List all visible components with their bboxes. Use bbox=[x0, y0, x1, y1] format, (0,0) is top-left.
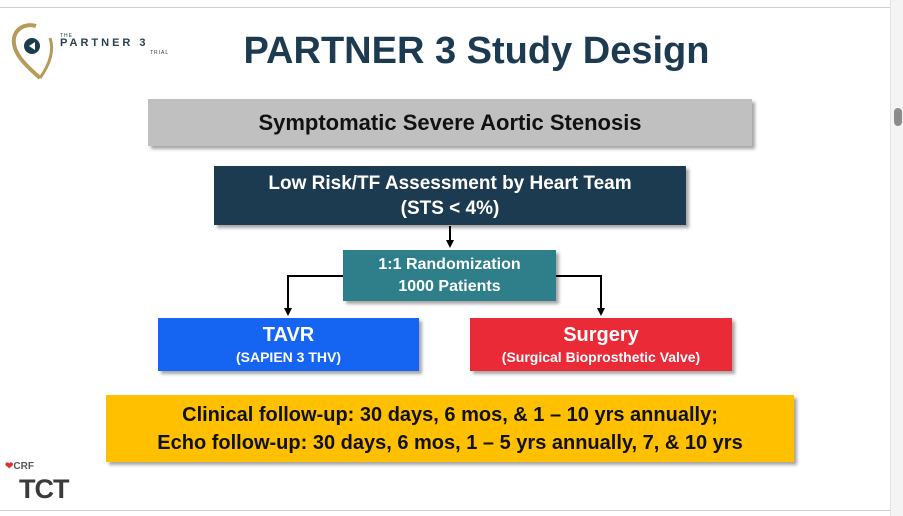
assessment-line2: (STS < 4%) bbox=[400, 197, 500, 219]
crf-logo: ❤CRF bbox=[5, 461, 34, 472]
population-label: Symptomatic Severe Aortic Stenosis bbox=[258, 109, 642, 135]
randomization-box: 1:1 Randomization 1000 Patients bbox=[343, 250, 556, 301]
population-box: Symptomatic Severe Aortic Stenosis bbox=[148, 99, 752, 146]
assessment-box: Low Risk/TF Assessment by Heart Team (ST… bbox=[214, 166, 686, 225]
logo-name-text: PARTNER 3 bbox=[60, 37, 149, 49]
surgery-arm-detail: (Surgical Bioprosthetic Valve) bbox=[501, 348, 701, 365]
scrollbar-thumb[interactable] bbox=[894, 108, 902, 126]
arrow-randomization-to-surgery bbox=[556, 275, 605, 316]
scrollbar-track[interactable] bbox=[890, 0, 903, 516]
arrow-randomization-to-tavr bbox=[284, 275, 343, 316]
partner3-logo bbox=[10, 20, 180, 82]
surgery-arm-box: Surgery (Surgical Bioprosthetic Valve) bbox=[470, 318, 732, 371]
tct-logo: TCT bbox=[19, 474, 69, 504]
logo-the-text: THE bbox=[60, 33, 73, 39]
heart-icon: ❤ bbox=[5, 461, 14, 472]
tavr-arm-box: TAVR (SAPIEN 3 THV) bbox=[158, 318, 419, 371]
randomization-line2: 1000 Patients bbox=[398, 277, 501, 295]
clinical-followup-text: Clinical follow-up: 30 days, 6 mos, & 1 … bbox=[182, 403, 718, 426]
echo-followup-text: Echo follow-up: 30 days, 6 mos, 1 – 5 yr… bbox=[157, 431, 743, 454]
crf-logo-text: CRF bbox=[13, 461, 34, 472]
top-divider bbox=[0, 7, 890, 8]
slide-title: PARTNER 3 Study Design bbox=[243, 30, 710, 72]
randomization-line1: 1:1 Randomization bbox=[378, 255, 521, 273]
logo-trial-text: TRIAL bbox=[150, 50, 170, 56]
bottom-divider bbox=[0, 510, 890, 511]
followup-box: Clinical follow-up: 30 days, 6 mos, & 1 … bbox=[106, 395, 794, 462]
surgery-arm-name: Surgery bbox=[563, 323, 639, 346]
tavr-arm-detail: (SAPIEN 3 THV) bbox=[235, 348, 341, 365]
tavr-arm-name: TAVR bbox=[262, 323, 315, 346]
assessment-line1: Low Risk/TF Assessment by Heart Team bbox=[268, 172, 632, 194]
partner3-emblem-icon bbox=[11, 23, 54, 80]
